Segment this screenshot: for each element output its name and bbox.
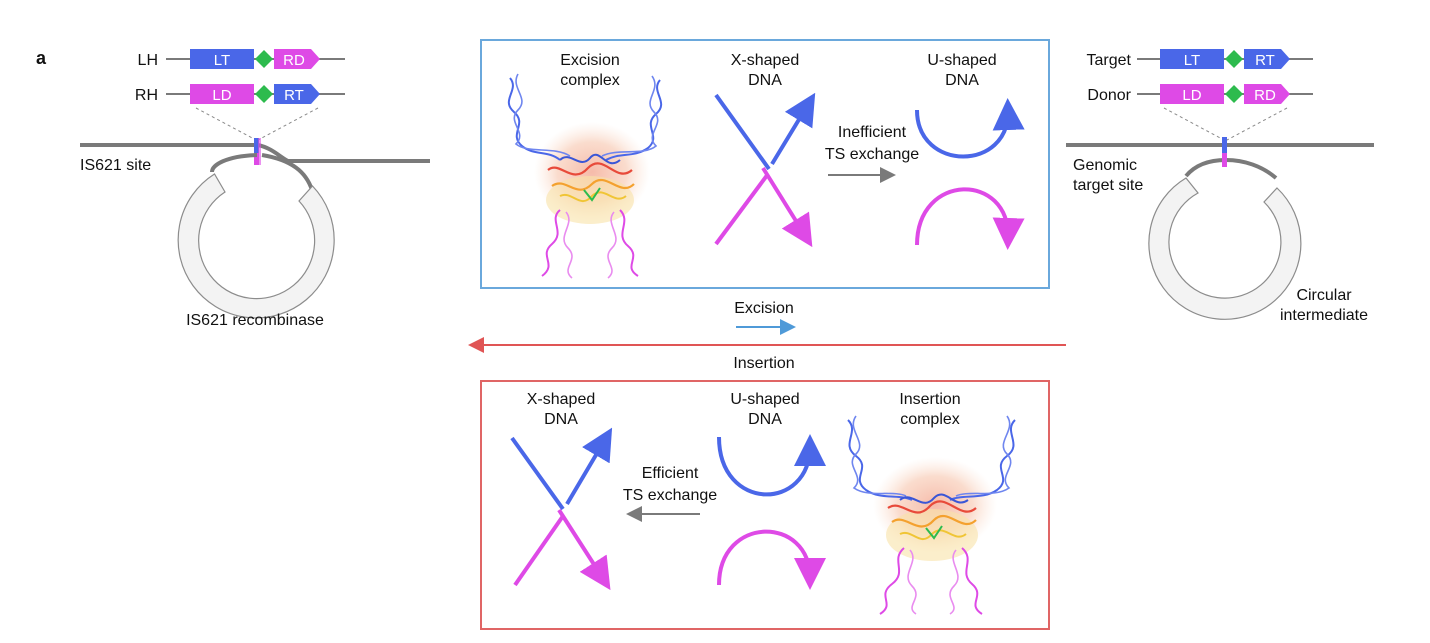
excision-x-title: X-shaped — [731, 52, 800, 69]
insertion-frame — [480, 380, 1050, 630]
insertion-x-title-2: DNA — [544, 411, 578, 428]
genomic-site-label-2: target site — [1073, 177, 1143, 194]
target-lt-label: LT — [1184, 52, 1200, 69]
insertion-exchange-label-2: TS exchange — [623, 487, 717, 504]
donor-rd-label: RD — [1254, 87, 1276, 104]
target-label: Target — [1087, 52, 1132, 69]
insertion-exchange-label: Efficient — [642, 465, 699, 482]
excision-complex-structure — [507, 73, 663, 279]
recombinase-ring — [177, 173, 335, 319]
lt-segment — [190, 49, 254, 69]
lt-segment-label: LT — [214, 52, 230, 69]
target-rt-label: RT — [1255, 52, 1275, 69]
u-dna-magenta — [717, 529, 826, 590]
excision-x-title-2: DNA — [748, 72, 782, 89]
u-dna-blue — [717, 434, 826, 497]
u-dna-blue — [915, 98, 1025, 159]
insertion-x-title: X-shaped — [527, 391, 596, 408]
core-diamond-icon — [1225, 50, 1243, 68]
rt-segment-label: RT — [284, 87, 304, 104]
insertion-u-title: U-shaped — [730, 391, 799, 408]
rh-label: RH — [135, 87, 158, 104]
x-dna-magenta-strand — [513, 514, 565, 587]
panel-label: a — [36, 48, 47, 68]
lh-label: LH — [138, 52, 158, 69]
x-dna-blue-arrow — [565, 427, 613, 506]
core-diamond-icon — [1225, 85, 1243, 103]
x-dna-blue-strand — [510, 436, 565, 511]
insertion-box: X-shaped DNA Efficient TS exchange U-sha… — [480, 380, 1050, 630]
ld-segment — [190, 84, 254, 104]
circular-intermediate-label-2: intermediate — [1280, 307, 1368, 324]
rd-segment — [274, 49, 320, 69]
excision-u-title-2: DNA — [945, 72, 979, 89]
core-diamond-icon — [255, 85, 273, 103]
excision-exchange-label: Inefficient — [838, 124, 907, 141]
excision-exchange-label-2: TS exchange — [825, 146, 919, 163]
x-dna-magenta-arrow — [557, 508, 611, 591]
x-dna-blue-arrow — [770, 92, 816, 166]
x-dna-magenta-strand — [714, 172, 770, 246]
right-schematic: Target LT RT Donor LD RD Genomic target … — [1066, 49, 1374, 324]
insertion-complex-structure — [847, 415, 1016, 615]
left-schematic: LH LT RD RH LD RT IS621 site IS621 recom… — [80, 49, 430, 329]
excision-complex-title-2: complex — [560, 72, 620, 89]
excision-complex-title: Excision — [560, 52, 620, 69]
x-dna-magenta-arrow — [761, 166, 813, 248]
u-dna-magenta — [915, 187, 1025, 250]
recombinase-label: IS621 recombinase — [186, 312, 324, 329]
insertion-complex-title-2: complex — [900, 411, 960, 428]
circular-intermediate-ring — [1148, 177, 1302, 320]
excision-label: Excision — [734, 300, 794, 317]
ld-segment-label: LD — [212, 87, 231, 104]
insertion-u-title-2: DNA — [748, 411, 782, 428]
donor-label: Donor — [1087, 87, 1131, 104]
genomic-site-label: Genomic — [1073, 157, 1137, 174]
circular-intermediate-label: Circular — [1296, 287, 1352, 304]
donor-ld-label: LD — [1182, 87, 1201, 104]
excision-frame — [480, 39, 1050, 289]
lt-segment — [1160, 49, 1224, 69]
rt-segment — [1244, 49, 1290, 69]
rt-segment — [274, 84, 320, 104]
insertion-complex-title: Insertion — [899, 391, 960, 408]
rd-segment-label: RD — [283, 52, 305, 69]
x-dna-blue-strand — [714, 93, 771, 171]
rd-segment — [1244, 84, 1290, 104]
insertion-label: Insertion — [733, 355, 794, 372]
excision-box: Excision complex X-shaped DNA Ineffi — [480, 39, 1050, 289]
core-diamond-icon — [255, 50, 273, 68]
is621-site-label: IS621 site — [80, 157, 151, 174]
ld-segment — [1160, 84, 1224, 104]
excision-u-title: U-shaped — [927, 52, 996, 69]
